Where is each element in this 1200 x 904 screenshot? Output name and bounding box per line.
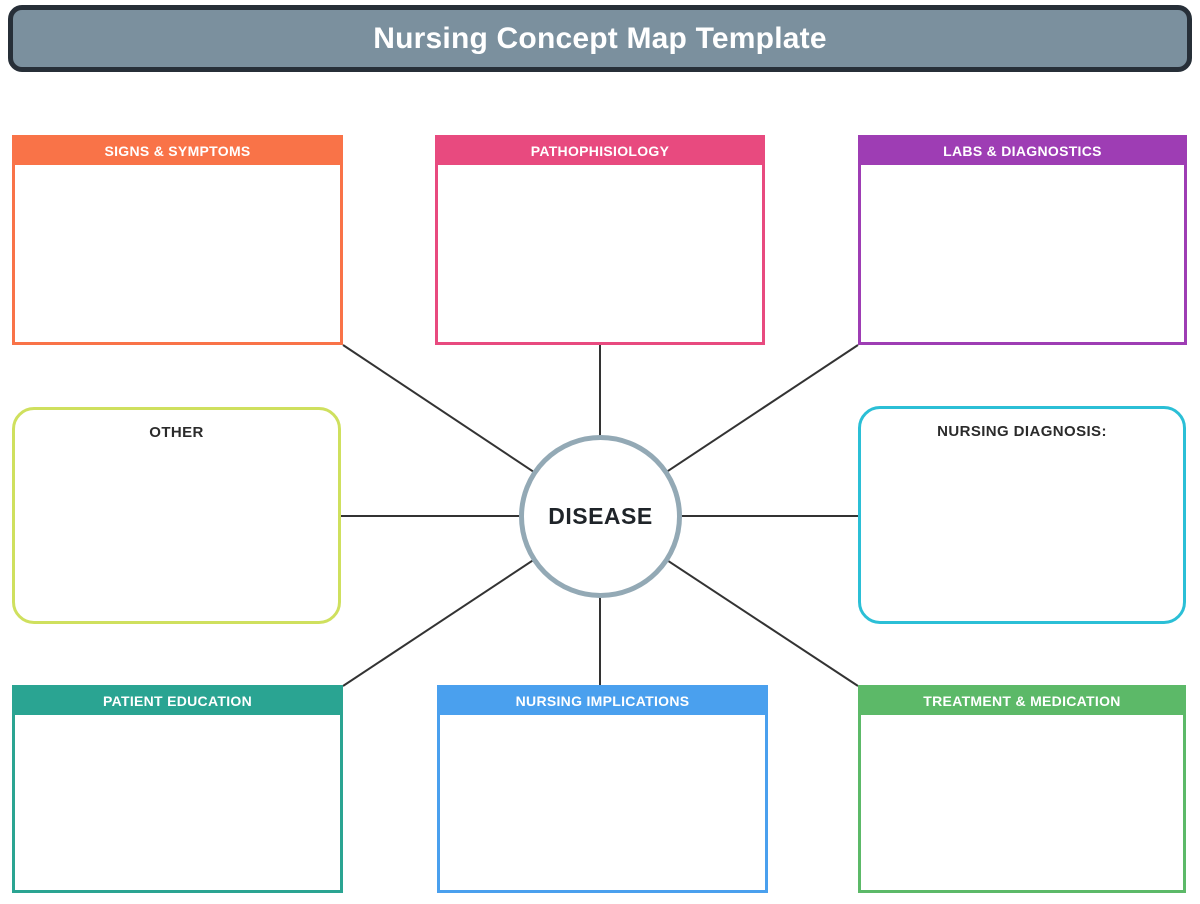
node-nursing-diagnosis-label: NURSING DIAGNOSIS: (937, 423, 1107, 440)
page-title: Nursing Concept Map Template (373, 21, 827, 55)
node-patient-education-header: PATIENT EDUCATION (15, 688, 340, 715)
node-pathophisiology-header: PATHOPHISIOLOGY (438, 138, 762, 165)
node-treatment-medication-body[interactable] (861, 715, 1183, 890)
node-signs-symptoms-header: SIGNS & SYMPTOMS (15, 138, 340, 165)
node-treatment-medication-header: TREATMENT & MEDICATION (861, 688, 1183, 715)
title-bar: Nursing Concept Map Template (8, 5, 1192, 72)
node-patient-education: PATIENT EDUCATION (12, 685, 343, 893)
node-labs-diagnostics-header: LABS & DIAGNOSTICS (861, 138, 1184, 165)
node-nursing-implications-header: NURSING IMPLICATIONS (440, 688, 765, 715)
node-labs-diagnostics-body[interactable] (861, 165, 1184, 342)
node-other[interactable]: OTHER (12, 407, 341, 624)
node-other-label: OTHER (149, 424, 204, 441)
disease-label: DISEASE (548, 503, 653, 529)
node-pathophisiology: PATHOPHISIOLOGY (435, 135, 765, 345)
node-nursing-diagnosis[interactable]: NURSING DIAGNOSIS: (858, 406, 1186, 624)
disease-node[interactable]: DISEASE (519, 435, 682, 598)
node-pathophisiology-body[interactable] (438, 165, 762, 342)
node-nursing-implications-body[interactable] (440, 715, 765, 890)
node-nursing-implications: NURSING IMPLICATIONS (437, 685, 768, 893)
node-labs-diagnostics: LABS & DIAGNOSTICS (858, 135, 1187, 345)
node-treatment-medication: TREATMENT & MEDICATION (858, 685, 1186, 893)
node-signs-symptoms: SIGNS & SYMPTOMS (12, 135, 343, 345)
node-signs-symptoms-body[interactable] (15, 165, 340, 342)
node-patient-education-body[interactable] (15, 715, 340, 890)
